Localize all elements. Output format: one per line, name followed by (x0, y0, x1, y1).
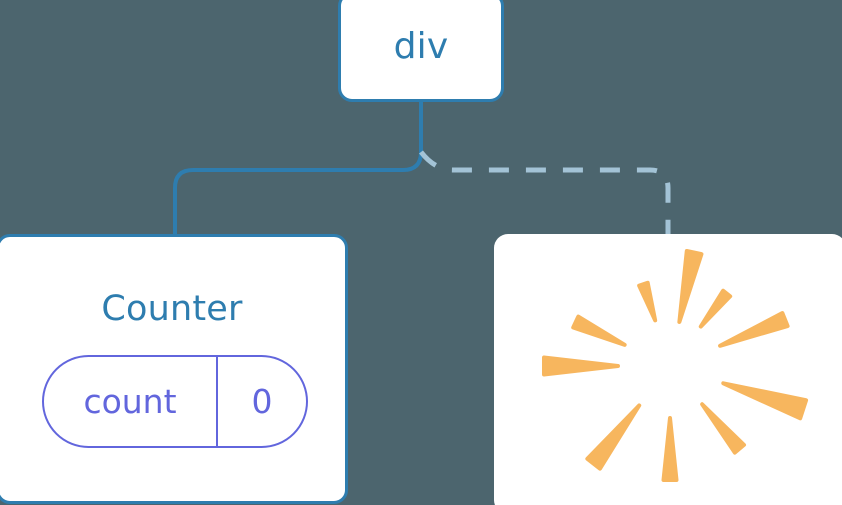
sparkle-ray-5 (721, 381, 809, 421)
node-counter[interactable]: Counter count 0 (0, 234, 348, 504)
sparkle-ray-4 (542, 355, 620, 377)
burst-sparkle-icon (542, 248, 809, 482)
node-counter-label: Counter (101, 289, 243, 329)
node-div[interactable]: div (338, 0, 504, 102)
prop-key: count (83, 382, 177, 421)
node-loading[interactable] (494, 234, 842, 505)
sparkle-ray-8 (661, 416, 679, 482)
sparkle-ray-6 (700, 402, 747, 455)
edge-div-to-loading (419, 150, 671, 236)
sparkle-ray-1 (698, 288, 733, 329)
sparkle-ray-0 (677, 248, 704, 324)
sparkle-ray-3 (571, 314, 627, 347)
node-div-label: div (393, 26, 449, 67)
sparkle-ray-2 (718, 311, 790, 348)
sparkle-ray-7 (585, 403, 642, 471)
prop-value: 0 (216, 357, 306, 446)
edge-div-to-counter (173, 100, 423, 238)
sparkle-ray-9 (637, 280, 658, 323)
prop-pill-count[interactable]: count 0 (42, 355, 308, 448)
